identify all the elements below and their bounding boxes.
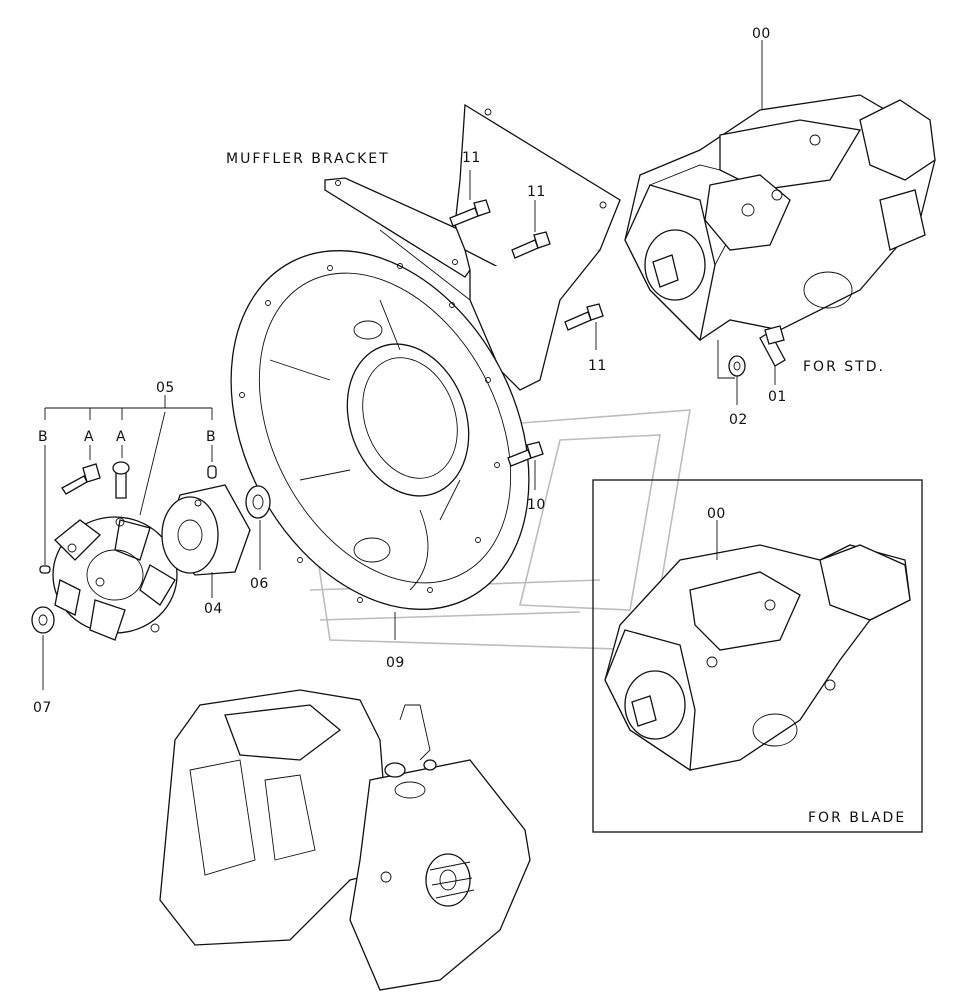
hydraulic-pump-blade xyxy=(604,520,911,772)
callout-06: 06 xyxy=(250,576,269,592)
callout-00-blade: 00 xyxy=(707,506,726,522)
muffler-bracket-label: MUFFLER BRACKET xyxy=(226,151,390,167)
for-blade-label: FOR BLADE xyxy=(808,810,906,826)
pin-b-right xyxy=(207,465,217,479)
bolt-11-c xyxy=(564,303,604,331)
callout-01: 01 xyxy=(768,389,787,405)
pos-b-right: B xyxy=(206,429,216,445)
position-bracket xyxy=(44,395,213,565)
callout-05: 05 xyxy=(156,380,175,396)
bolt-10 xyxy=(507,441,544,467)
callout-02: 02 xyxy=(729,412,748,428)
callout-11-c: 11 xyxy=(588,358,607,374)
coupling-element xyxy=(52,516,178,641)
muffler-bracket xyxy=(324,103,621,391)
for-std-label: FOR STD. xyxy=(803,359,885,375)
bolt-11-b xyxy=(511,231,551,259)
screw-a-left xyxy=(61,463,101,495)
pin-b-left xyxy=(39,565,51,574)
callout-07: 07 xyxy=(33,700,52,716)
callout-11-a: 11 xyxy=(462,150,481,166)
pump-mount-location xyxy=(425,853,475,907)
callout-00-std: 00 xyxy=(752,26,771,42)
pos-a-right: A xyxy=(116,429,126,445)
callout-10: 10 xyxy=(527,497,546,513)
bolt-01 xyxy=(759,325,786,367)
pos-a-left: A xyxy=(84,429,94,445)
callout-11-b: 11 xyxy=(527,184,546,200)
washer-02 xyxy=(728,355,746,377)
bolt-11-a xyxy=(449,199,491,227)
pos-b-left: B xyxy=(38,429,48,445)
screw-a-right xyxy=(112,461,130,499)
hydraulic-pump-std xyxy=(624,40,936,342)
excavator-overview xyxy=(159,689,531,991)
callout-04: 04 xyxy=(204,601,223,617)
flywheel-housing xyxy=(230,250,530,640)
hub-04 xyxy=(161,484,251,576)
for-blade-box xyxy=(592,479,923,833)
callout-09: 09 xyxy=(386,655,405,671)
washer-07 xyxy=(31,606,55,634)
seal-06 xyxy=(245,485,271,519)
